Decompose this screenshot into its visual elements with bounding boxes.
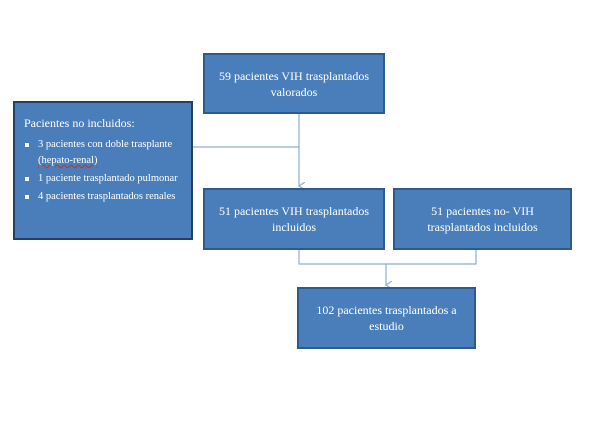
exclusion-item: 4 pacientes trasplantados renales (24, 189, 183, 205)
node-evaluated-label: 59 pacientes VIH trasplantados valorados (218, 68, 370, 99)
exclusion-item: 3 pacientes con doble trasplante (hepato… (24, 137, 183, 169)
spellcheck-underlined-text: (hepato-renal) (38, 155, 98, 166)
node-hiv-included: 51 pacientes VIH trasplantados incluidos (203, 188, 385, 250)
node-non-hiv-included: 51 pacientes no- VIH trasplantados inclu… (393, 188, 572, 250)
node-evaluated-patients: 59 pacientes VIH trasplantados valorados (203, 53, 385, 114)
node-non-hiv-included-label: 51 pacientes no- VIH trasplantados inclu… (427, 204, 538, 234)
node-study-patients: 102 pacientes trasplantados a estudio (297, 287, 476, 349)
node-excluded-patients: Pacientes no incluidos: 3 pacientes con … (13, 101, 193, 240)
exclusion-title: Pacientes no incluidos: (24, 116, 135, 130)
exclusion-item: 1 paciente trasplantado pulmonar (24, 171, 183, 187)
node-hiv-included-label: 51 pacientes VIH trasplantados incluidos (218, 204, 370, 234)
exclusion-list: 3 pacientes con doble trasplante (hepato… (24, 137, 183, 205)
node-study-label: 102 pacientes trasplantados a estudio (316, 303, 457, 333)
connector-merge (298, 250, 477, 265)
